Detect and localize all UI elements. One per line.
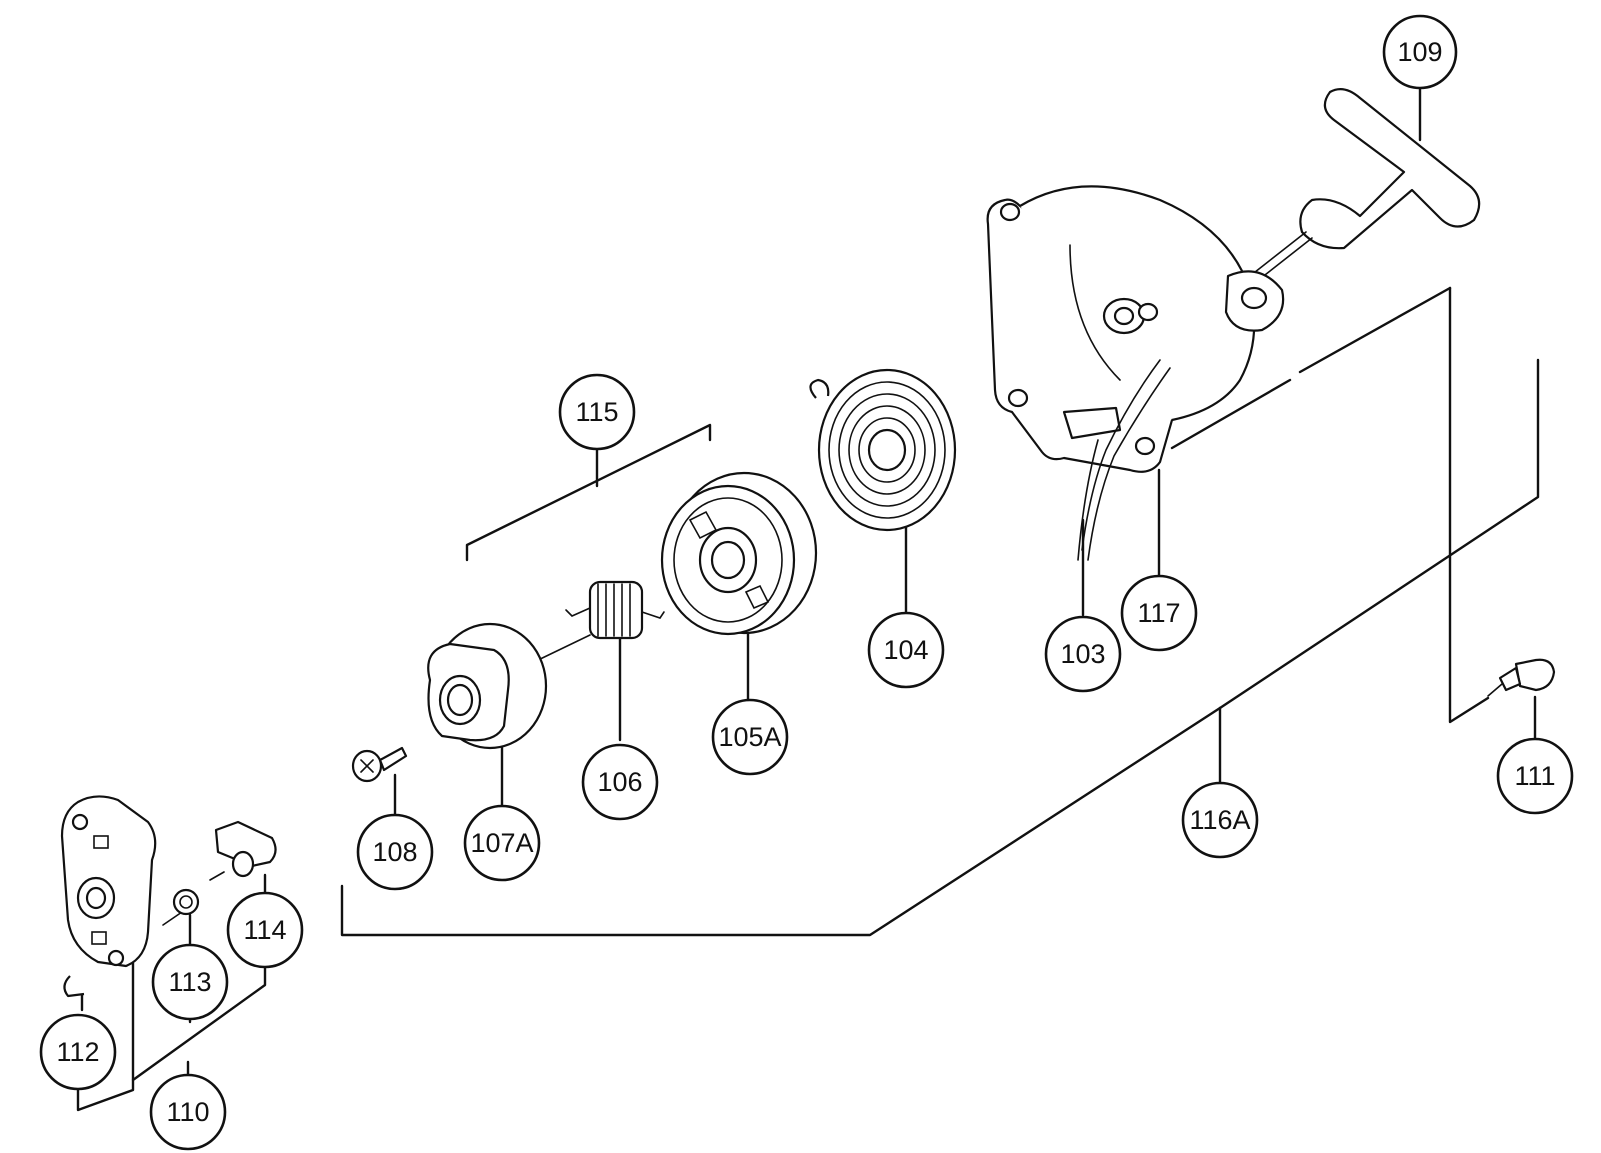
callout-label: 106: [597, 767, 642, 797]
callout-label: 116A: [1189, 805, 1250, 835]
cover-plate-part: [60, 795, 157, 968]
callout-label: 113: [168, 967, 211, 997]
callout-bubble: 112: [39, 1013, 117, 1091]
callout-bubble: 114: [226, 891, 304, 969]
callout-bubble: 103: [1044, 615, 1122, 693]
callout-label: 112: [56, 1037, 99, 1067]
t-handle-part: [1249, 87, 1481, 283]
callout-label: 107A: [470, 828, 533, 858]
recoil-spring-part: [809, 368, 957, 532]
callout-bubble: 106: [581, 743, 659, 821]
screw-part: [351, 746, 408, 783]
callout-bubble: 108: [356, 813, 434, 891]
callout-label: 117: [1137, 598, 1180, 628]
pawl-part: [214, 820, 277, 878]
callout-bubble: 105A: [711, 698, 789, 776]
starter-case-part: [986, 185, 1285, 561]
callout-label: 115: [575, 397, 618, 427]
small-spring-part: [565, 580, 665, 640]
callout-bubble: 117: [1120, 574, 1198, 652]
callout-label: 110: [166, 1097, 209, 1127]
pulley-part: [660, 471, 818, 636]
callout-label: 105A: [718, 722, 781, 752]
callout-bubble: 113: [151, 943, 229, 1021]
callout-bubble: 116A: [1181, 781, 1259, 859]
pawl-spring-part: [172, 888, 200, 916]
callout-label: 108: [372, 837, 417, 867]
callout-label: 104: [883, 635, 928, 665]
callout-label: 109: [1397, 37, 1442, 67]
callout-label: 103: [1060, 639, 1105, 669]
callout-label: 114: [243, 915, 286, 945]
leader-lines: [76, 86, 1540, 1112]
ratchet-part: [427, 622, 548, 750]
callout-bubble: 109: [1382, 14, 1458, 90]
callout-bubble: 111: [1496, 737, 1574, 815]
callout-bubble: 107A: [463, 804, 541, 882]
callout-bubble: 104: [867, 611, 945, 689]
callout-bubble: 115: [558, 373, 636, 451]
callout-bubble: 110: [149, 1073, 227, 1151]
clip-part: [63, 975, 85, 998]
callout-label: 111: [1514, 761, 1555, 791]
bolt-part: [1487, 658, 1556, 697]
